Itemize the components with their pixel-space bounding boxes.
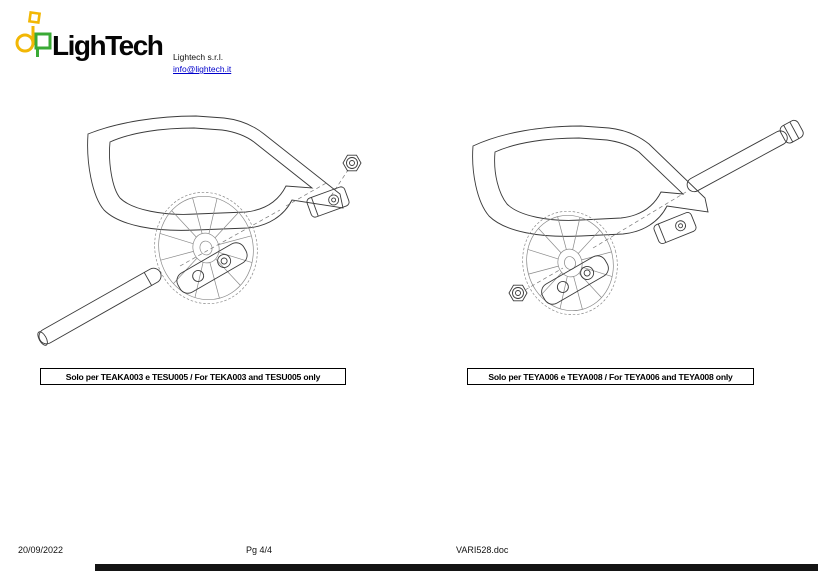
label-text-left: Solo per TEAKA003 e TESU005 / For TEKA00…: [65, 371, 321, 382]
footer-date: 20/09/2022: [18, 545, 64, 555]
label-box-teka003-tesu005: Solo per TEAKA003 e TESU005 / For TEKA00…: [40, 368, 346, 385]
adjuster-block-drawing-right: [653, 211, 697, 245]
adjuster-plate-drawing-left: [176, 242, 248, 294]
email-link[interactable]: info@lightech.it: [173, 64, 232, 74]
lightech-logo-icon: [15, 10, 52, 57]
sprocket-drawing-right: [522, 210, 618, 316]
nut-drawing-right: [508, 284, 528, 302]
diagram-teya006-teya008: [472, 119, 804, 316]
swingarm-drawing-left: [87, 115, 344, 231]
company-name: Lightech s.r.l.: [173, 52, 224, 62]
label-text-right: Solo per TEYA006 e TEYA008 / For TEYA006…: [488, 371, 733, 382]
footer-page-number: Pg 4/4: [246, 545, 273, 555]
axle-drawing-left: [37, 267, 162, 346]
adjuster-block-drawing-left: [306, 186, 350, 218]
cap-nut-drawing-left: [342, 154, 362, 172]
footer-filename: VARI528.doc: [456, 545, 509, 555]
label-box-teya006-teya008: Solo per TEYA006 e TEYA008 / For TEYA006…: [467, 368, 754, 385]
diagram-teka003-tesu005: [37, 115, 362, 346]
swingarm-drawing-right: [472, 125, 709, 237]
adjuster-plate-drawing-right: [541, 255, 609, 305]
brand-name: LighTech: [52, 30, 164, 61]
bottom-bar: [95, 564, 818, 571]
sprocket-drawing-left: [154, 191, 258, 305]
axle-drawing-right: [686, 119, 804, 193]
